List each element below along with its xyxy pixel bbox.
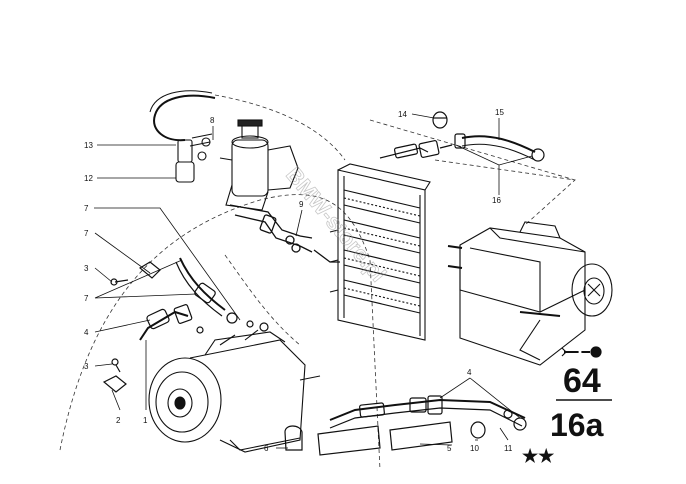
callout-6: 7 — [84, 229, 89, 238]
callout-12: 16 — [492, 196, 501, 205]
callout-1: 1 — [143, 416, 148, 425]
callout-7b: 8 — [210, 116, 215, 125]
left-parts — [102, 257, 269, 393]
wrench-icon — [561, 346, 602, 358]
sub-code: 16a — [550, 407, 604, 443]
callout-10: 14 — [398, 110, 407, 119]
callout-11: 15 — [495, 108, 504, 117]
rating-stars: ★★ — [522, 446, 555, 466]
compressor — [148, 329, 321, 453]
pipe-assembly-11 — [379, 111, 545, 162]
callout-8: 12 — [84, 174, 93, 183]
callout-7c: 9 — [299, 200, 304, 209]
bottom-hose-assembly — [284, 395, 527, 456]
condenser-core — [329, 163, 431, 341]
fitting-8 — [175, 133, 213, 183]
core-hoses — [229, 204, 340, 263]
callout-3b: 3 — [84, 362, 89, 371]
callout-16: 6 — [264, 444, 269, 453]
callout-2: 2 — [116, 416, 121, 425]
callout-3a: 3 — [84, 264, 89, 273]
callout-13: 11 — [504, 444, 513, 453]
blower-housing — [447, 221, 613, 366]
receiver-drier — [219, 119, 299, 211]
watermark: BMW-store.pl — [281, 162, 391, 286]
leader-lines — [94, 113, 533, 449]
callout-4a: 4 — [84, 328, 89, 337]
callout-14: 10 — [470, 444, 479, 453]
vehicle-outline — [59, 94, 576, 471]
hose-9 — [149, 90, 216, 142]
callout-labels: 13 12 7 7 3 7 4 3 2 1 8 9 14 15 16 4 6 5… — [84, 108, 513, 453]
callout-5: 7 — [84, 294, 89, 303]
group-code: 64 — [563, 362, 601, 400]
group-code-block: 64 16a ★★ — [522, 346, 612, 466]
callout-15: 5 — [447, 444, 452, 453]
callout-9: 13 — [84, 141, 93, 150]
callout-7a: 7 — [84, 204, 89, 213]
callout-4b: 4 — [467, 368, 472, 377]
